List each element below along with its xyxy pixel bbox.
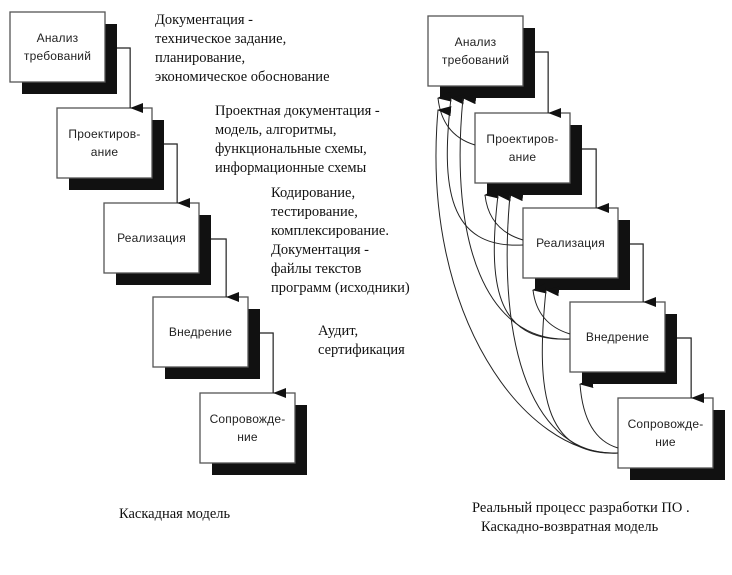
stage-label: Анализ [37, 31, 79, 45]
waterfall-model-diagram: Анализ требованийПроектиров-аниеРеализаци… [9, 11, 307, 475]
stage-label: требований [442, 53, 509, 67]
note-line: программ (исходники) [271, 280, 410, 296]
stage-label: ание [91, 145, 119, 159]
stage-label: ние [655, 435, 676, 449]
note-line: техническое задание, [155, 31, 287, 47]
note-line: экономическое обоснование [155, 69, 330, 85]
feedback-arrow [437, 91, 476, 146]
feedback-arrow [484, 188, 524, 241]
stage-box [199, 392, 296, 464]
stage-box [617, 397, 714, 469]
stage-box [103, 202, 200, 274]
left-stage-design: Проектиров-ание [56, 107, 164, 190]
note-line: модель, алгоритмы, [215, 122, 337, 138]
stage-label: Проектиров- [486, 132, 558, 146]
note-line: Проектная документация - [215, 103, 380, 119]
note-line: функциональные схемы, [215, 141, 367, 157]
note-deployment-docs: Аудит, сертификация [318, 322, 405, 360]
right-stage-maintenance: Сопровожде-ние [617, 397, 725, 480]
stage-label: ние [237, 430, 258, 444]
note-line: комплексирование. [271, 223, 389, 239]
feedback-arrow [493, 191, 571, 340]
left-stage-deployment: Внедрение [152, 296, 260, 379]
feedback-arrow [446, 94, 524, 246]
right-stage-design: Проектиров-ание [474, 112, 582, 195]
note-line: Документация - [271, 242, 370, 258]
stage-box [56, 107, 153, 179]
right-diagram-caption: Реальный процесс разработки ПО . Каскадн… [472, 499, 690, 537]
left-stage-requirements-analysis: Анализ требований [9, 11, 117, 94]
right-flow-arrow [630, 243, 657, 307]
left-flow-arrow [164, 143, 191, 208]
feedback-arrow [459, 94, 571, 340]
note-line: планирование, [155, 50, 246, 66]
note-requirements-docs: Документация - техническое задание, план… [155, 11, 330, 87]
stage-label: Проектиров- [68, 127, 140, 141]
note-line: Документация - [155, 12, 254, 28]
left-stage-maintenance: Сопровожде-ние [199, 392, 307, 475]
caption-line: Реальный процесс разработки ПО . [472, 500, 690, 516]
note-line: файлы текстов [271, 261, 362, 277]
stage-box [152, 296, 249, 368]
right-flow-arrow [677, 337, 705, 403]
stage-box [474, 112, 571, 184]
left-stage-implementation: Реализация [103, 202, 211, 285]
note-line: Кодирование, [271, 185, 356, 201]
right-flow-arrow [582, 148, 610, 213]
stage-label: Внедрение [586, 330, 649, 344]
feedback-arrow [506, 191, 619, 454]
stage-box [569, 301, 666, 373]
left-flow-arrow [117, 47, 144, 113]
stage-label: Внедрение [169, 325, 232, 339]
stage-label: Сопровожде- [210, 412, 286, 426]
stage-label: Сопровожде- [628, 417, 704, 431]
feedback-arrow [579, 378, 619, 449]
feedback-arrow [541, 286, 619, 454]
iterative-waterfall-model-diagram: Анализ требованийПроектиров-аниеРеализаци… [427, 15, 725, 480]
stage-box [427, 15, 524, 87]
left-flow-arrow [211, 238, 240, 302]
caption-line: Каскадно-возвратная модель [481, 519, 659, 535]
stage-label: Реализация [536, 236, 605, 250]
note-design-docs: Проектная документация - модель, алгорит… [215, 102, 380, 178]
note-line: тестирование, [271, 204, 358, 220]
right-stage-requirements-analysis: Анализ требований [427, 15, 535, 98]
right-stage-implementation: Реализация [522, 207, 630, 290]
note-implementation-docs: Кодирование, тестирование, комплексирова… [271, 184, 410, 298]
stage-box [522, 207, 619, 279]
stage-label: ание [509, 150, 537, 164]
note-line: информационные схемы [215, 160, 367, 176]
stage-label: требований [24, 49, 91, 63]
right-stage-deployment: Внедрение [569, 301, 677, 384]
feedback-arrow [532, 283, 571, 335]
stage-label: Анализ [455, 35, 497, 49]
right-flow-arrow [535, 51, 562, 118]
left-flow-arrow [260, 332, 287, 398]
left-diagram-caption: Каскадная модель [119, 506, 231, 522]
stage-box [9, 11, 106, 83]
stage-label: Реализация [117, 231, 186, 245]
note-line: Аудит, [318, 323, 359, 339]
note-line: сертификация [318, 342, 405, 358]
